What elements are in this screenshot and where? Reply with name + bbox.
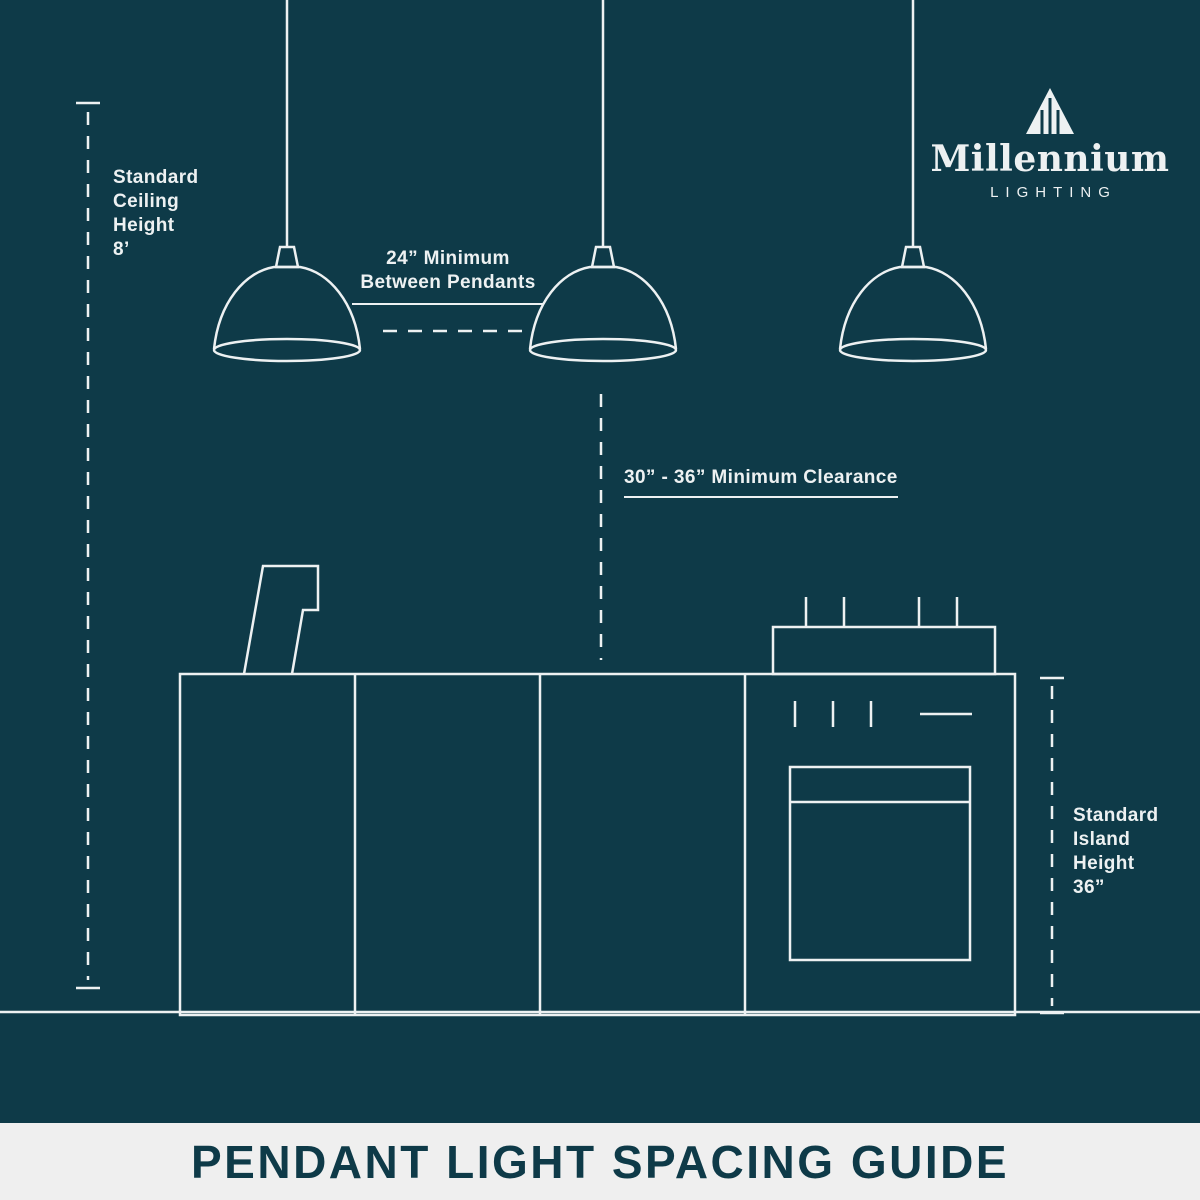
millennium-triangle-icon	[1026, 88, 1074, 134]
clearance-label-text: 30” - 36” Minimum Clearance	[624, 466, 898, 498]
island-height-label-line: 36”	[1073, 877, 1105, 898]
ceiling-height-measure-line	[76, 101, 100, 990]
ceiling-height-label: Standard Ceiling Height 8’	[113, 166, 199, 262]
brand-name: Millennium	[930, 138, 1170, 180]
kitchen-island	[178, 672, 1017, 1017]
title-band: PENDANT LIGHT SPACING GUIDE	[0, 1123, 1200, 1200]
island-height-measure-line	[1040, 676, 1064, 1015]
ceiling-height-label-line: Ceiling	[113, 191, 180, 212]
pendant-spacing-label: 24” Minimum Between Pendants	[352, 247, 544, 305]
oven	[788, 701, 972, 962]
cooktop	[771, 597, 997, 676]
island-height-label: Standard Island Height 36”	[1073, 804, 1159, 900]
ceiling-height-label-line: Height	[113, 215, 175, 236]
brand-subtitle: LIGHTING	[990, 184, 1117, 201]
pendant-lamp-2	[528, 0, 678, 363]
pendant-lamp-3	[838, 0, 988, 363]
ceiling-height-label-line: Standard	[113, 167, 199, 188]
page-title: PENDANT LIGHT SPACING GUIDE	[190, 1135, 1009, 1188]
island-height-label-line: Island	[1073, 829, 1131, 850]
brand-logo: Millennium LIGHTING	[930, 88, 1170, 201]
island-height-label-line: Height	[1073, 853, 1135, 874]
ceiling-height-label-line: 8’	[113, 239, 130, 260]
pendant-spacing-label-line: Between Pendants	[360, 272, 536, 293]
pendant-spacing-label-line: 24” Minimum	[386, 248, 510, 269]
faucet	[242, 564, 320, 675]
pendant-lamp-1	[212, 0, 362, 363]
island-height-label-line: Standard	[1073, 805, 1159, 826]
clearance-label: 30” - 36” Minimum Clearance	[624, 466, 898, 498]
